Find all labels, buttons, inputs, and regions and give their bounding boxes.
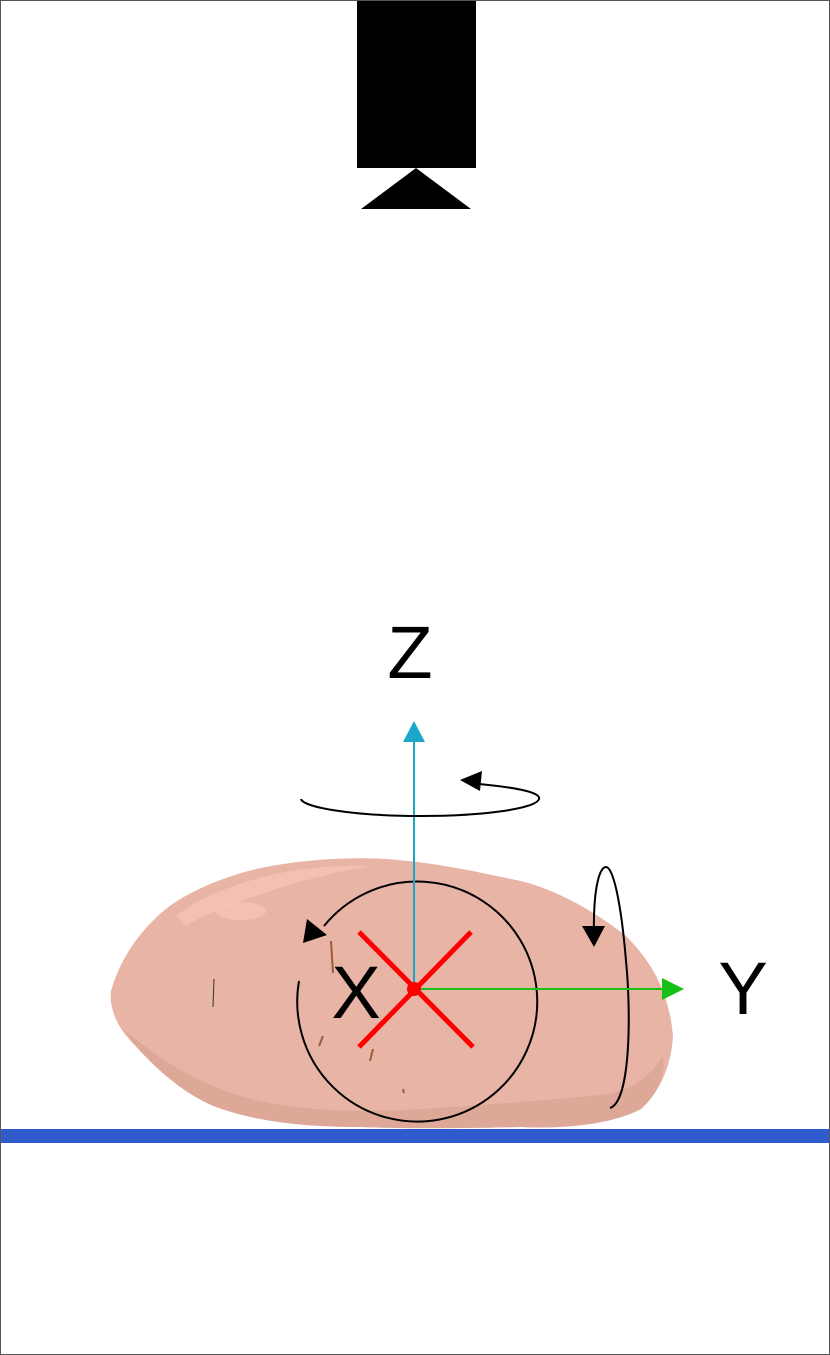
potato-highlight-spot [216, 902, 266, 920]
potato-mark [330, 940, 334, 974]
z-axis [403, 721, 425, 989]
arrowhead [582, 926, 605, 947]
sweet-potato [110, 858, 673, 1129]
y-axis-arrowhead [662, 978, 684, 1000]
camera-body [357, 1, 476, 168]
camera-icon [357, 1, 476, 209]
rotation-arrow-y-axis [582, 865, 630, 1109]
arrowhead [303, 919, 327, 943]
arrowhead [460, 771, 482, 791]
z-axis-label: Z [387, 611, 432, 694]
potato-mark [369, 1048, 374, 1062]
y-axis-label: Y [718, 947, 767, 1030]
rotation-arrow-z-axis [300, 771, 541, 818]
rotation-arrow-x-plane [296, 880, 539, 1123]
potato-highlight [176, 865, 371, 926]
potato-mark [212, 978, 215, 1008]
y-axis [414, 978, 684, 1000]
potato-shadow [126, 1031, 664, 1129]
z-axis-arrowhead [403, 721, 425, 742]
x-axis-label: X [331, 951, 380, 1034]
ground-line [1, 1129, 829, 1143]
potato-body [110, 858, 673, 1129]
origin-point [407, 982, 421, 996]
camera-lens [361, 168, 471, 209]
potato-mark [318, 1035, 324, 1047]
potato-mark [402, 1088, 405, 1094]
x-axis-marker [357, 930, 475, 1049]
